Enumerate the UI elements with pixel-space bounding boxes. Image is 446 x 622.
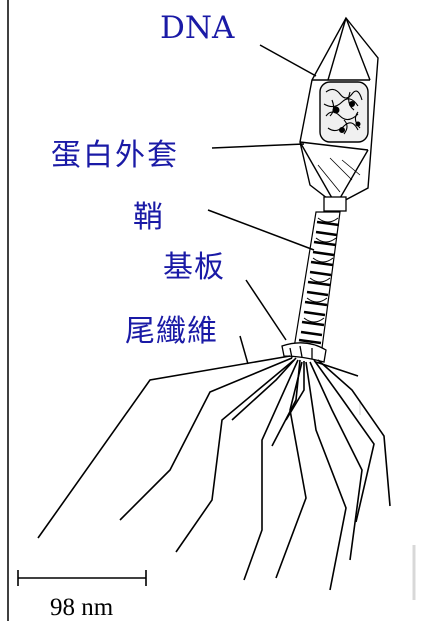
capsid-label: 蛋白外套 xyxy=(51,130,179,174)
dna-label: DNA xyxy=(160,10,234,46)
tail-fibers xyxy=(38,356,390,590)
baseplate-leader-line xyxy=(246,280,286,340)
sheath-label: 鞘 xyxy=(133,192,163,236)
tail-fibers-label: 尾纖維 xyxy=(125,306,218,350)
dna-leader-line xyxy=(260,45,316,76)
tail-sheath xyxy=(294,212,340,348)
dna-core xyxy=(320,82,368,142)
scale-bar xyxy=(18,570,146,586)
scale-bar-label: 98 nm xyxy=(50,594,113,622)
neck-collar xyxy=(324,197,346,211)
baseplate-label: 基板 xyxy=(163,242,225,286)
fibers-leader-line xyxy=(240,336,248,364)
capsid-leader-line xyxy=(212,144,304,148)
